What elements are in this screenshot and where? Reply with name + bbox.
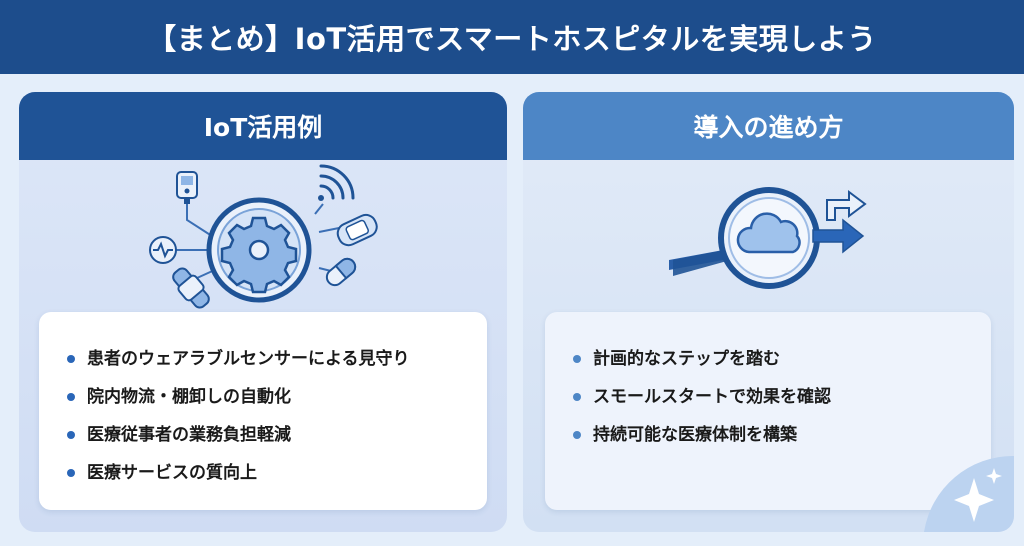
heartbeat-icon [149, 236, 177, 264]
implementation-title: 導入の進め方 [693, 113, 844, 142]
glucose-meter-icon [176, 171, 198, 204]
implementation-panel: 導入の進め方 計画的なステップを踏む スモールスタートで効果を確認 持続可能な医… [523, 92, 1014, 532]
iot-examples-card: 患者のウェアラブルセンサーによる見守り 院内物流・棚卸しの自動化 医療従事者の業… [39, 312, 487, 510]
list-item: 患者のウェアラブルセンサーによる見守り [67, 340, 487, 378]
implementation-header: 導入の進め方 [523, 92, 1014, 160]
pill-capsule-icon [325, 257, 357, 287]
upward-arrow-icon [826, 190, 867, 221]
page-title: 【まとめ】IoT活用でスマートホスピタルを実現しよう [147, 22, 877, 56]
list-item: 医療従事者の業務負担軽減 [67, 416, 487, 454]
iot-examples-list: 患者のウェアラブルセンサーによる見守り 院内物流・棚卸しの自動化 医療従事者の業… [39, 312, 487, 492]
gear-icon [206, 197, 312, 303]
implementation-list: 計画的なステップを踏む スモールスタートで効果を確認 持続可能な医療体制を構築 [545, 312, 991, 454]
iot-examples-header: IoT活用例 [19, 92, 507, 160]
iot-examples-title: IoT活用例 [203, 113, 323, 142]
implementation-illustration [669, 187, 867, 289]
implementation-card: 計画的なステップを踏む スモールスタートで効果を確認 持続可能な医療体制を構築 [545, 312, 991, 510]
list-item: 計画的なステップを踏む [573, 340, 991, 378]
cloud-icon [736, 212, 801, 254]
list-item: 持続可能な医療体制を構築 [573, 416, 991, 454]
sparkle-icon [924, 456, 1014, 532]
wristband-icon [336, 213, 378, 247]
list-item: 医療サービスの質向上 [67, 454, 487, 492]
page-title-bar: 【まとめ】IoT活用でスマートホスピタルを実現しよう [0, 0, 1024, 74]
list-item: スモールスタートで効果を確認 [573, 378, 991, 416]
iot-illustration [149, 164, 378, 309]
smartwatch-icon [172, 267, 210, 309]
list-item: 院内物流・棚卸しの自動化 [67, 378, 487, 416]
iot-examples-panel: IoT活用例 [19, 92, 507, 532]
wifi-signal-icon [318, 164, 355, 201]
